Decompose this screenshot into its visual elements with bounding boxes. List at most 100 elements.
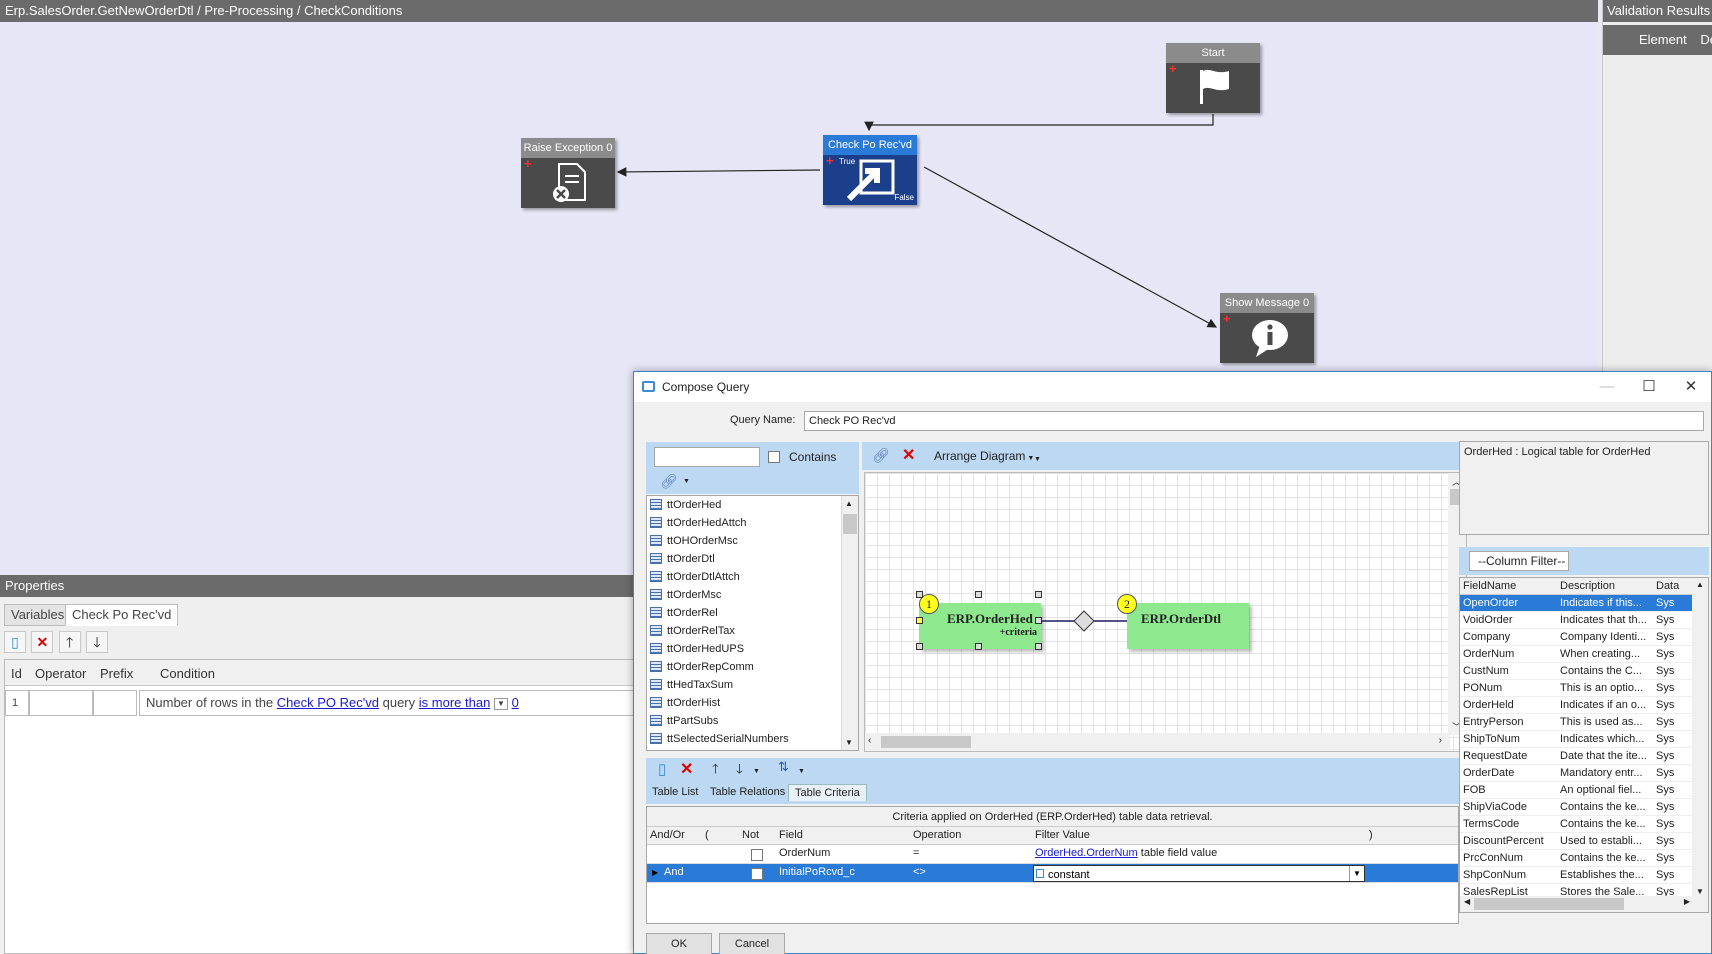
row-prefix[interactable] bbox=[93, 690, 137, 716]
plus-icon[interactable]: + bbox=[1223, 311, 1231, 326]
new-icon[interactable]: ▯ bbox=[658, 761, 667, 778]
row-field[interactable]: OrderNum bbox=[779, 847, 831, 859]
scroll-thumb[interactable] bbox=[1474, 898, 1624, 910]
scroll-thumb[interactable] bbox=[843, 514, 857, 534]
col-description[interactable]: De bbox=[1700, 32, 1712, 47]
filter-value-select[interactable]: constant ▼ bbox=[1033, 865, 1365, 882]
move-up-icon[interactable]: 🡑 bbox=[712, 761, 719, 776]
scroll-down-icon[interactable]: ▼ bbox=[1696, 887, 1704, 896]
table-row[interactable]: 1 Number of rows in the Check PO Rec'vd … bbox=[5, 690, 641, 716]
diagram-table-orderdtl[interactable]: ERP.OrderDtl bbox=[1127, 603, 1249, 649]
list-item[interactable]: ttOrderRel bbox=[647, 604, 858, 622]
list-item[interactable]: ttOrderHedAttch bbox=[647, 514, 858, 532]
link-icon[interactable]: 🔗︎ bbox=[660, 473, 678, 489]
list-item[interactable]: ttHedTaxSum bbox=[647, 676, 858, 694]
table-row[interactable]: ▶ And InitialPoRcvd_c <> constant ▼ bbox=[647, 864, 1458, 883]
table-search-input[interactable] bbox=[654, 447, 760, 467]
tab-table-list[interactable]: Table List bbox=[652, 786, 699, 798]
ok-button[interactable]: OK bbox=[646, 933, 712, 954]
not-checkbox[interactable] bbox=[751, 868, 763, 880]
row-field[interactable]: InitialPoRcvd_c bbox=[779, 866, 855, 878]
resize-handle[interactable] bbox=[975, 643, 982, 650]
move-down-icon[interactable]: 🡓 bbox=[736, 761, 743, 776]
tab-table-criteria[interactable]: Table Criteria bbox=[788, 784, 867, 801]
field-list-scrollbar[interactable]: ▲ ▼ bbox=[1692, 578, 1708, 912]
raise-exception-node[interactable]: Raise Exception 0 + bbox=[521, 138, 615, 208]
list-item[interactable]: ttOrderRelTax bbox=[647, 622, 858, 640]
scroll-thumb[interactable] bbox=[881, 736, 971, 748]
plus-icon[interactable]: + bbox=[826, 153, 834, 168]
scroll-left-icon[interactable]: ◀ bbox=[1464, 897, 1471, 906]
tab-check-po[interactable]: Check Po Rec'vd bbox=[65, 604, 179, 626]
scroll-down-icon[interactable]: ▼ bbox=[845, 738, 853, 747]
resize-handle[interactable] bbox=[975, 591, 982, 598]
link-icon[interactable]: 🔗︎ bbox=[872, 447, 890, 463]
delete-icon[interactable]: ✕ bbox=[680, 761, 694, 778]
chevron-down-icon[interactable]: ▼ bbox=[1034, 456, 1041, 463]
chevron-down-icon[interactable]: ▼ bbox=[798, 768, 805, 775]
cancel-button[interactable]: Cancel bbox=[719, 933, 785, 954]
maximize-icon[interactable]: ☐ bbox=[1642, 378, 1656, 395]
list-item[interactable]: ttOrderHed bbox=[647, 496, 858, 514]
diagram-hscroll[interactable]: ‹ › bbox=[865, 733, 1450, 751]
move-up-icon[interactable]: 🡑 bbox=[58, 631, 81, 653]
condition-operator-link[interactable]: is more than bbox=[418, 695, 491, 710]
resize-handle[interactable] bbox=[1035, 591, 1042, 598]
field-list-hscroll[interactable]: ◀ ▶ bbox=[1460, 896, 1694, 912]
resize-handle[interactable] bbox=[916, 643, 923, 650]
table-row[interactable]: OrderNum = OrderHed.OrderNum table field… bbox=[647, 845, 1458, 864]
start-node[interactable]: Start + bbox=[1166, 43, 1260, 113]
list-item[interactable]: ttPartSubs bbox=[647, 712, 858, 730]
col-element[interactable]: Element bbox=[1639, 32, 1687, 47]
scroll-down-icon[interactable]: ﹀ bbox=[1452, 722, 1462, 732]
scroll-up-icon[interactable]: ▲ bbox=[845, 499, 853, 508]
check-po-node[interactable]: Check Po Rec'vd + True False bbox=[823, 135, 917, 205]
sort-icon[interactable]: ⇅ bbox=[778, 759, 789, 774]
chevron-down-icon[interactable]: ▼ bbox=[683, 478, 690, 485]
condition-value-link[interactable]: 0 bbox=[511, 695, 519, 710]
show-message-node[interactable]: Show Message 0 + bbox=[1220, 293, 1314, 363]
minimize-icon[interactable]: — bbox=[1599, 378, 1615, 395]
scroll-up-icon[interactable]: ︿ bbox=[1452, 477, 1462, 487]
relation-link[interactable] bbox=[1041, 609, 1127, 633]
scroll-left-icon[interactable]: ‹ bbox=[868, 735, 872, 746]
list-item[interactable]: ttOrderHist bbox=[647, 694, 858, 712]
list-item[interactable]: ttOrderDtl bbox=[647, 550, 858, 568]
not-checkbox[interactable] bbox=[751, 849, 763, 861]
tab-table-relations[interactable]: Table Relations bbox=[710, 786, 786, 798]
column-filter-input[interactable]: --Column Filter-- bbox=[1469, 551, 1569, 571]
resize-handle[interactable] bbox=[1035, 643, 1042, 650]
move-down-icon[interactable]: 🡓 bbox=[86, 631, 109, 653]
list-item[interactable]: ttOrderHedUPS bbox=[647, 640, 858, 658]
resize-handle[interactable] bbox=[916, 591, 923, 598]
row-operation[interactable]: <> bbox=[913, 866, 926, 878]
contains-checkbox[interactable] bbox=[768, 451, 780, 463]
close-icon[interactable]: ✕ bbox=[1684, 378, 1698, 395]
col-description[interactable]: Description bbox=[1560, 580, 1616, 592]
col-data[interactable]: Data bbox=[1656, 580, 1680, 592]
resize-handle[interactable] bbox=[916, 617, 923, 624]
list-item[interactable]: ttSelectedSerialNumbers bbox=[647, 730, 858, 748]
row-condition[interactable]: Number of rows in the Check PO Rec'vd qu… bbox=[139, 690, 641, 716]
new-icon[interactable]: ▯ bbox=[4, 631, 26, 653]
list-item[interactable]: ttOrderRepComm bbox=[647, 658, 858, 676]
filter-value-link[interactable]: OrderHed.OrderNum bbox=[1035, 847, 1138, 859]
col-fieldname[interactable]: FieldName bbox=[1463, 580, 1517, 592]
delete-icon[interactable]: ✕ bbox=[902, 447, 916, 464]
